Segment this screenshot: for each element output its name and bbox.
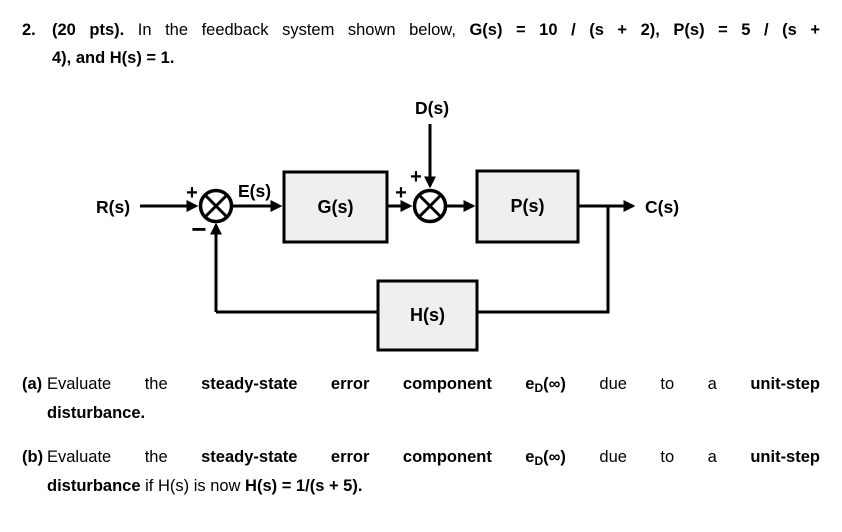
part-a-marker: (a) xyxy=(22,375,43,393)
wire-feedback-path xyxy=(216,206,610,314)
block-g-label: G(s) xyxy=(318,197,354,217)
problem-line2: 4), and H(s) = 1. xyxy=(52,49,175,67)
part-a-regular1: Evaluate the xyxy=(47,375,202,393)
problem-number: 2. xyxy=(22,21,36,39)
error-signal-label: E(s) xyxy=(238,181,271,201)
output-signal-label: C(s) xyxy=(645,197,679,217)
sum2-plus-top-sign: + xyxy=(410,166,422,188)
problem-statement: 2. (20 pts). In the feedback system show… xyxy=(22,16,820,72)
block-g xyxy=(282,170,389,244)
error-symbol-base: e xyxy=(525,448,535,466)
sum1-plus-sign: + xyxy=(186,182,198,204)
block-p-label: P(s) xyxy=(510,196,544,216)
part-b-marker: (b) xyxy=(22,448,44,466)
sum1-cross-line xyxy=(203,193,229,219)
summing-junction-1 xyxy=(198,188,234,224)
sum1-minus-sign: − xyxy=(191,214,206,244)
part-b-bold2: unit-step xyxy=(750,448,820,466)
sum2-cross-line xyxy=(417,193,443,219)
error-symbol-subscript: D xyxy=(534,381,544,395)
summing-junction-2 xyxy=(412,188,448,224)
error-symbol-subscript: D xyxy=(534,454,544,468)
points-label: (20 pts). xyxy=(52,21,125,39)
part-b-text: Evaluate the steady-state error componen… xyxy=(47,445,820,499)
part-b-bold1: steady-state error component xyxy=(201,448,526,466)
disturbance-signal-label: D(s) xyxy=(415,98,449,118)
feedback-block-diagram: G(s) P(s) H(s) R(s) E(s) D(s) C(s) + − +… xyxy=(96,98,679,352)
error-symbol-infinity: (∞) xyxy=(543,448,566,466)
block-h xyxy=(376,279,479,352)
part-a-regular2: due to a xyxy=(565,375,751,393)
part-b-line2-bold: disturbance xyxy=(47,477,141,495)
part-a-bold2: unit-step xyxy=(750,375,820,393)
problem-text: (20 pts). In the feedback system shown b… xyxy=(52,16,820,72)
block-p xyxy=(475,169,580,244)
part-b-line2: disturbance if H(s) is now H(s) = 1/(s +… xyxy=(47,474,820,499)
part-b-line2-regular: if H(s) is now xyxy=(140,477,246,495)
part-a: (a) Evaluate the steady-state error comp… xyxy=(22,372,820,426)
sum2-plus-left-sign: + xyxy=(395,182,407,204)
block-h-label: H(s) xyxy=(410,305,445,325)
problem-line1: (20 pts). In the feedback system shown b… xyxy=(52,16,820,44)
part-b: (b) Evaluate the steady-state error comp… xyxy=(22,445,820,499)
input-signal-label: R(s) xyxy=(96,197,130,217)
part-b-line2-bold2: H(s) = 1/(s + 5). xyxy=(245,477,363,495)
part-b-regular2: due to a xyxy=(565,448,751,466)
part-a-text: Evaluate the steady-state error componen… xyxy=(47,372,820,426)
part-b-line1: Evaluate the steady-state error componen… xyxy=(47,445,820,474)
part-a-bold1: steady-state error component xyxy=(201,375,526,393)
part-a-line2: disturbance. xyxy=(47,404,146,422)
problem-givens: G(s) = 10 / (s + 2), P(s) = 5 / (s + xyxy=(469,21,820,39)
error-symbol-infinity: (∞) xyxy=(543,375,566,393)
error-symbol-base: e xyxy=(525,375,535,393)
problem-intro: In the feedback system shown below, xyxy=(124,21,470,39)
part-a-line1: Evaluate the steady-state error componen… xyxy=(47,372,820,401)
part-b-regular1: Evaluate the xyxy=(47,448,202,466)
